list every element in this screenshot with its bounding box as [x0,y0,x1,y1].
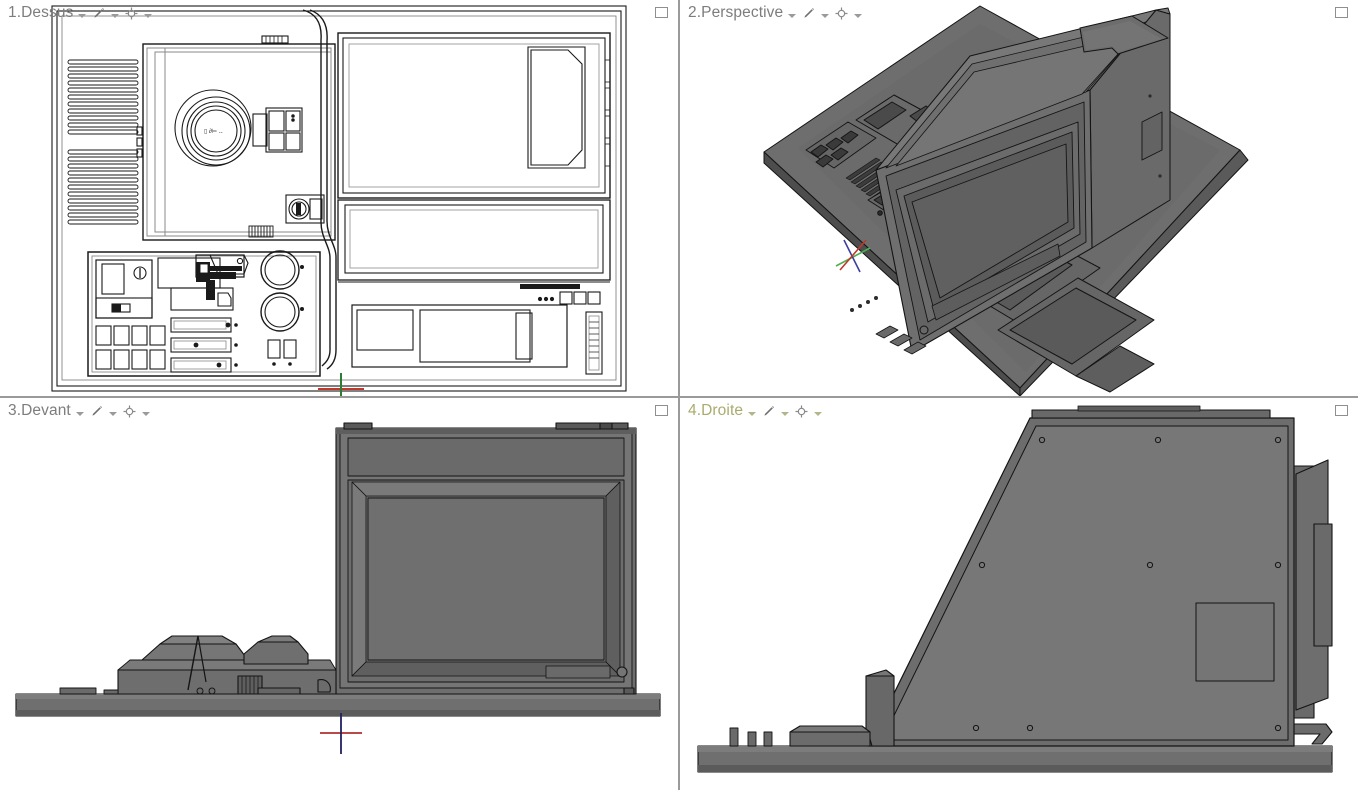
origin-axis-cross [320,713,362,754]
viewport-label[interactable]: 4.Droite [688,402,744,419]
chevron-down-icon[interactable] [144,13,153,18]
svg-text:▯ ∂⊨ ‥: ▯ ∂⊨ ‥ [204,128,223,135]
viewport-label[interactable]: 1.Dessus [8,4,74,21]
origin-axis-gizmo [835,239,871,273]
chevron-down-icon[interactable] [748,411,757,416]
viewport-maximize-button[interactable] [655,405,668,416]
chevron-down-icon[interactable] [854,13,863,18]
target-icon[interactable] [834,6,849,21]
pen-icon[interactable] [91,6,106,21]
pen-icon[interactable] [89,404,104,419]
chevron-down-icon[interactable] [788,13,797,18]
viewport-divider-vertical[interactable] [678,0,680,790]
viewport-right[interactable]: 4.Droite [680,398,1358,790]
target-icon[interactable] [124,6,139,21]
viewport-right-canvas[interactable] [680,398,1358,790]
viewport-label[interactable]: 3.Devant [8,402,71,419]
chevron-down-icon[interactable] [108,411,117,416]
chevron-down-icon[interactable] [781,411,790,416]
pen-icon[interactable] [801,6,816,21]
viewport-label[interactable]: 2.Perspective [688,4,784,21]
viewport-title-perspective[interactable]: 2.Perspective [688,3,864,23]
chevron-down-icon[interactable] [75,411,84,416]
viewport-perspective-canvas[interactable] [680,0,1358,396]
chevron-down-icon[interactable] [821,13,830,18]
viewport-front[interactable]: 3.Devant [0,398,678,790]
viewport-top[interactable]: ▯ ∂⊨ ‥ [0,0,678,396]
viewport-divider-horizontal[interactable] [0,396,1358,398]
chevron-down-icon[interactable] [78,13,87,18]
chevron-down-icon[interactable] [141,411,150,416]
viewport-maximize-button[interactable] [655,7,668,18]
viewport-title-front[interactable]: 3.Devant [8,401,152,421]
chevron-down-icon[interactable] [814,411,823,416]
viewport-top-canvas[interactable]: ▯ ∂⊨ ‥ [0,0,678,396]
viewport-title-top[interactable]: 1.Dessus [8,3,154,23]
viewport-maximize-button[interactable] [1335,7,1348,18]
target-icon[interactable] [122,404,137,419]
viewport-title-right[interactable]: 4.Droite [688,401,824,421]
viewport-front-canvas[interactable] [0,398,678,790]
pen-icon[interactable] [761,404,776,419]
chevron-down-icon[interactable] [111,13,120,18]
viewport-maximize-button[interactable] [1335,405,1348,416]
viewport-perspective[interactable]: 2.Perspective [680,0,1358,396]
target-icon[interactable] [794,404,809,419]
origin-axis-cross [318,373,364,396]
